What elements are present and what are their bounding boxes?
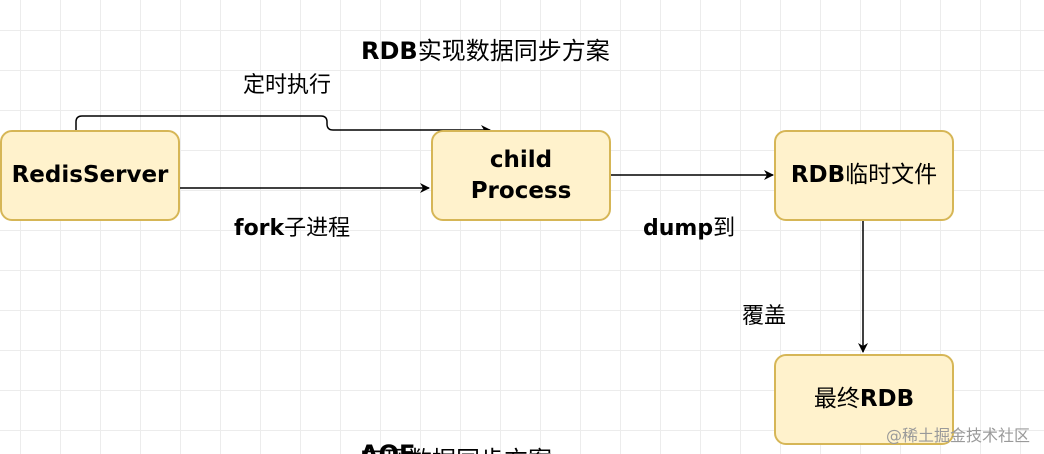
node-rdb-temp-file[interactable]: RDB临时文件 bbox=[774, 130, 954, 221]
node-child-process-label: child Process bbox=[470, 146, 572, 204]
watermark: @稀土掘金技术社区 bbox=[885, 426, 1030, 445]
edge-label-scheduled: 定时执行 bbox=[243, 73, 332, 98]
edge-label-overwrite: 覆盖 bbox=[742, 304, 787, 329]
next-section-title: AOF实现数据同步方案 bbox=[360, 440, 552, 454]
edge-label-fork: fork子进程 bbox=[234, 216, 351, 241]
node-final-rdb[interactable]: 最终RDB bbox=[774, 354, 954, 445]
node-redis-server-label: RedisServer bbox=[11, 162, 169, 188]
node-final-rdb-label: 最终RDB bbox=[813, 386, 915, 412]
node-rdb-temp-file-label: RDB临时文件 bbox=[790, 162, 938, 188]
diagram-title: RDB实现数据同步方案 bbox=[361, 37, 610, 65]
edge-scheduled-execution bbox=[75, 115, 491, 135]
node-redis-server[interactable]: RedisServer bbox=[0, 130, 180, 221]
edge-label-dump: dump到 bbox=[643, 216, 736, 241]
node-child-process[interactable]: child Process bbox=[431, 130, 611, 221]
